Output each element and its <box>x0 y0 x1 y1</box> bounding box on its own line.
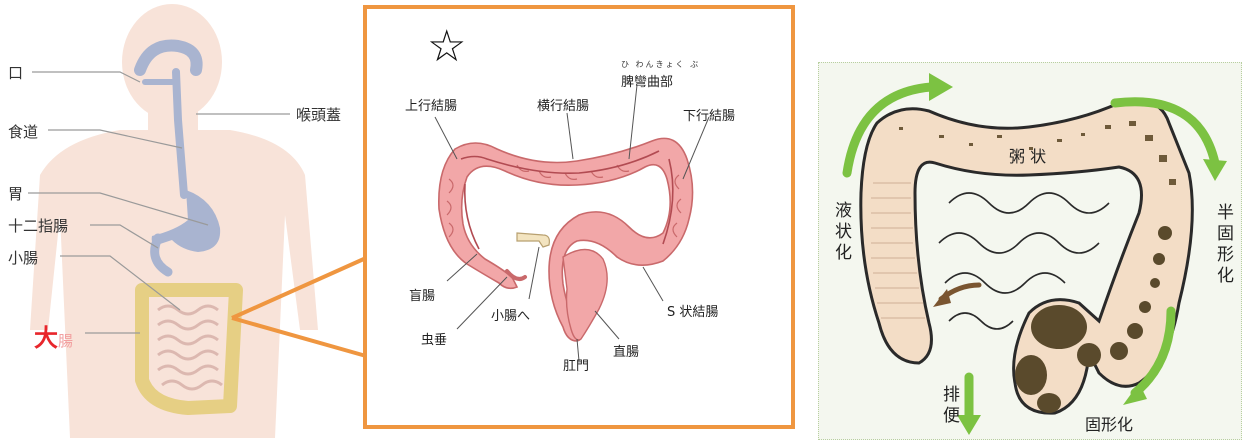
label-sigmoid-colon: S 状結腸 <box>667 301 718 320</box>
label-descending-colon: 下行結腸 <box>683 105 735 124</box>
label-small-intestine: 小腸 <box>8 247 38 268</box>
star-mark: ☆ <box>427 25 466 69</box>
stool-formation-panel: 粥 状 液状化 半固形化 固形化 排便 <box>818 62 1242 440</box>
label-large-intestine: 大腸 <box>34 318 73 353</box>
label-mushy: 粥 状 <box>1009 143 1046 167</box>
label-splenic-flexure-ruby: ひ わんきょく ぶ <box>621 59 700 70</box>
label-semi-solid: 半固形化 <box>1211 203 1236 287</box>
label-ascending-colon: 上行結腸 <box>405 95 457 114</box>
label-stomach: 胃 <box>8 183 23 204</box>
label-anus: 肛門 <box>563 355 589 374</box>
label-duodenum: 十二指腸 <box>8 215 68 236</box>
label-excretion: 排便 <box>937 385 962 427</box>
label-liquid: 液状化 <box>829 201 854 264</box>
colon-detail-panel: ☆ ひ わんきょく ぶ 脾彎曲部 上行結腸 横行結腸 下行結腸 盲腸 小腸へ S… <box>363 5 795 429</box>
body-diagram-panel: 口 喉頭蓋 食道 胃 十二指腸 小腸 大腸 <box>0 0 360 438</box>
label-appendix: 虫垂 <box>421 329 447 348</box>
label-to-small-intestine: 小腸へ <box>491 305 530 324</box>
label-solid: 固形化 <box>1085 411 1133 435</box>
label-splenic-flexure: 脾彎曲部 <box>621 71 673 90</box>
label-epiglottis: 喉頭蓋 <box>296 104 341 125</box>
label-rectum: 直腸 <box>613 341 639 360</box>
label-cecum: 盲腸 <box>409 285 435 304</box>
label-esophagus: 食道 <box>8 121 38 142</box>
label-large-intestine-rest: 腸 <box>58 332 73 350</box>
label-large-intestine-big: 大 <box>34 324 58 352</box>
label-mouth: 口 <box>8 62 23 83</box>
stool-formation-illustration <box>819 63 1241 439</box>
label-transverse-colon: 横行結腸 <box>537 95 589 114</box>
